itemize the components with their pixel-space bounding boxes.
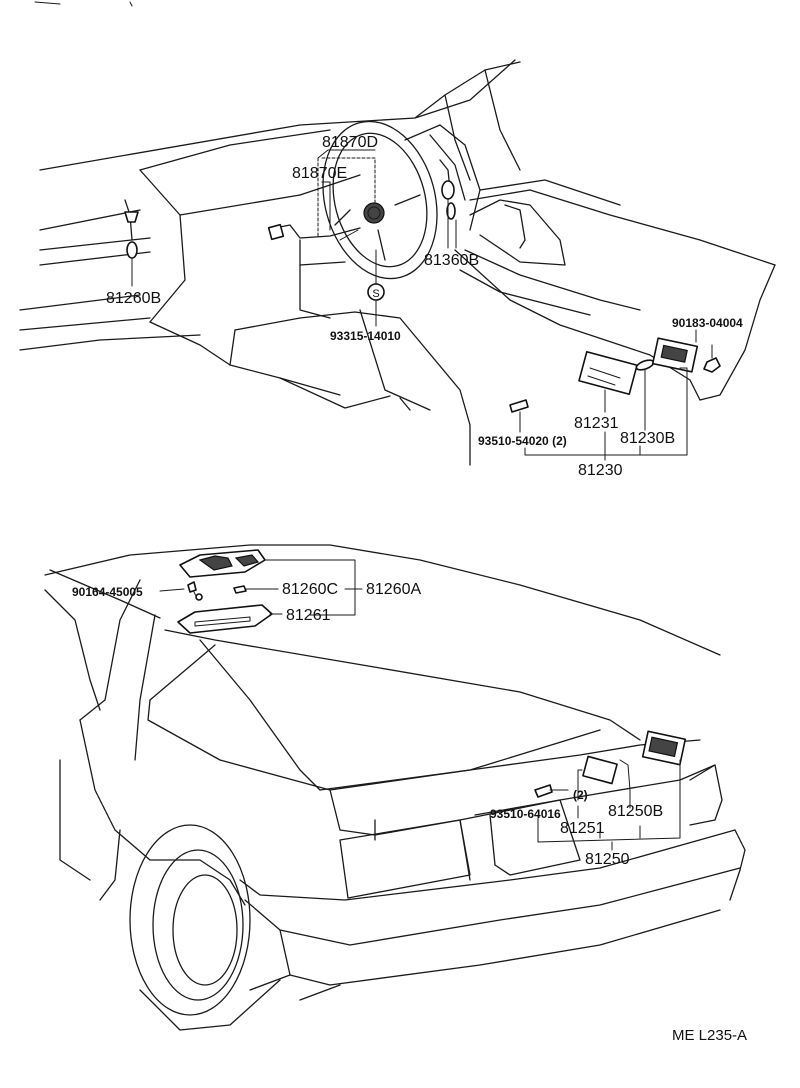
rear-exterior-view — [44, 544, 746, 1031]
label-93510-54020: 93510-54020 (2) — [478, 434, 567, 448]
label-90183-04004: 90183-04004 — [672, 316, 743, 330]
interior-view: S — [19, 1, 776, 466]
label-81250: 81250 — [585, 851, 630, 868]
label-81231: 81231 — [574, 415, 619, 432]
label-81251: 81251 — [560, 820, 605, 837]
label-90164-45005: 90164-45005 — [72, 585, 143, 599]
label-81870E: 81870E — [292, 165, 347, 182]
label-81230: 81230 — [578, 462, 623, 479]
label-81870D: 81870D — [322, 134, 378, 151]
label-81360B: 81360B — [424, 252, 479, 269]
label-81250B: 81250B — [608, 803, 663, 820]
label-qty-2: (2) — [573, 788, 588, 802]
label-81261: 81261 — [286, 607, 331, 624]
screw-mark: S — [372, 288, 379, 300]
label-81260B-front: 81260B — [106, 290, 161, 307]
label-81260C: 81260C — [282, 581, 338, 598]
diagram-code: ME L235-A — [672, 1027, 747, 1044]
label-81260A: 81260A — [366, 581, 421, 598]
label-93510-64016: 93510-64016 — [490, 807, 561, 821]
label-81230B: 81230B — [620, 430, 675, 447]
label-93315-14010: 93315-14010 — [330, 329, 401, 343]
